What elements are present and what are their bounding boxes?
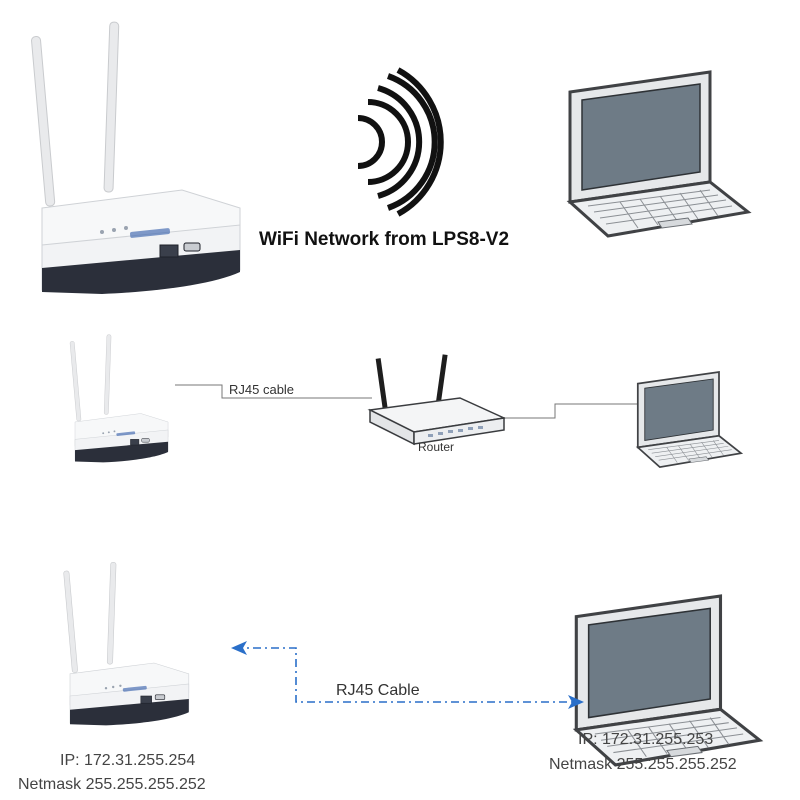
rj45-cable-label: RJ45 cable [229, 382, 295, 397]
wifi-caption: WiFi Network from LPS8-V2 [259, 229, 510, 250]
scene2-laptop [636, 371, 742, 468]
gateway-ip: IP: 172.31.255.254 [60, 752, 196, 769]
gateway-netmask: Netmask 255.255.255.252 [18, 776, 206, 793]
scene1-gateway [30, 21, 241, 295]
rj45-dashed-link [235, 647, 578, 703]
rj45-cable-label-direct: RJ45 Cable [336, 682, 420, 699]
scene2-link-router-laptop [505, 403, 640, 419]
scene3-gateway [63, 561, 190, 726]
laptop-netmask: Netmask 255.255.255.252 [549, 756, 737, 773]
scene1-laptop [568, 70, 750, 238]
arrowhead-right-icon [568, 695, 584, 709]
router-icon [369, 353, 505, 445]
router-label: Router [418, 440, 455, 454]
scene2-gateway [69, 334, 169, 463]
laptop-ip: IP: 172.31.255.253 [578, 731, 714, 748]
wifi-signal-icon [357, 67, 444, 217]
arrowhead-left-icon [231, 641, 247, 655]
scene2-link-gateway-router [175, 384, 372, 399]
